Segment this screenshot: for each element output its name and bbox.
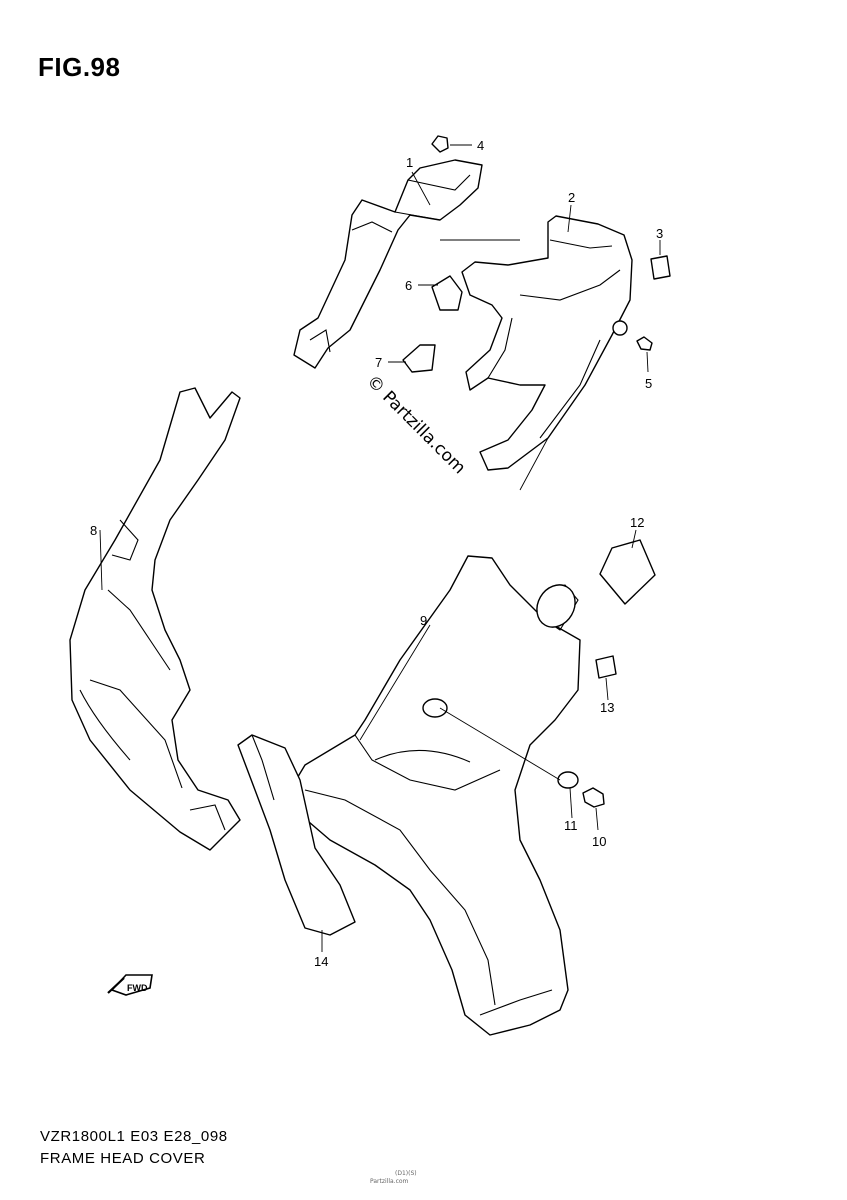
part-7-plate[interactable]: [402, 344, 436, 373]
callout-8[interactable]: 8: [90, 523, 97, 538]
callout-3[interactable]: 3: [656, 226, 663, 241]
callout-2[interactable]: 2: [568, 190, 575, 205]
part-6-plate[interactable]: [431, 275, 463, 311]
part-5-screw[interactable]: [612, 320, 653, 351]
callout-10[interactable]: 10: [592, 834, 606, 849]
callout-9[interactable]: 9: [420, 613, 427, 628]
callout-14[interactable]: 14: [314, 954, 328, 969]
part-14-long-pad[interactable]: [237, 734, 356, 936]
fwd-label: FWD: [127, 983, 148, 993]
callout-5[interactable]: 5: [645, 376, 652, 391]
callout-12[interactable]: 12: [630, 515, 644, 530]
callout-11[interactable]: 11: [564, 818, 578, 833]
part-8-left-cover[interactable]: [69, 387, 241, 851]
fine-print-site: Partzilla.com: [370, 1178, 409, 1185]
callout-1[interactable]: 1: [406, 155, 413, 170]
part-11-grommet[interactable]: [557, 771, 579, 789]
part-3-pad[interactable]: [650, 255, 671, 280]
callout-4[interactable]: 4: [477, 138, 484, 153]
part-12-pad[interactable]: [599, 539, 656, 605]
part-2-upper-cover[interactable]: [461, 215, 633, 471]
fine-print-code: (D1)(S): [395, 1170, 417, 1177]
part-9-main-cover[interactable]: [289, 555, 583, 1036]
model-code: VZR1800L1 E03 E28_098: [40, 1128, 228, 1145]
part-4-clip[interactable]: [431, 135, 449, 153]
leader-lines: [99, 144, 661, 952]
figure-title: FIG.98: [38, 52, 121, 82]
part-10-screw[interactable]: [582, 787, 605, 808]
callout-13[interactable]: 13: [600, 700, 614, 715]
watermark: © Partzilla.com: [362, 371, 469, 478]
part-1-bracket[interactable]: [293, 159, 483, 369]
callout-6[interactable]: 6: [405, 278, 412, 293]
callout-7[interactable]: 7: [375, 355, 382, 370]
fwd-arrow-icon: FWD: [107, 974, 153, 996]
callout-labels: 1 2 3 4 5 6 7 8 9 10 11 12 13 14: [90, 138, 663, 969]
part-13-pad[interactable]: [595, 655, 617, 679]
section-name: FRAME HEAD COVER: [40, 1150, 206, 1167]
